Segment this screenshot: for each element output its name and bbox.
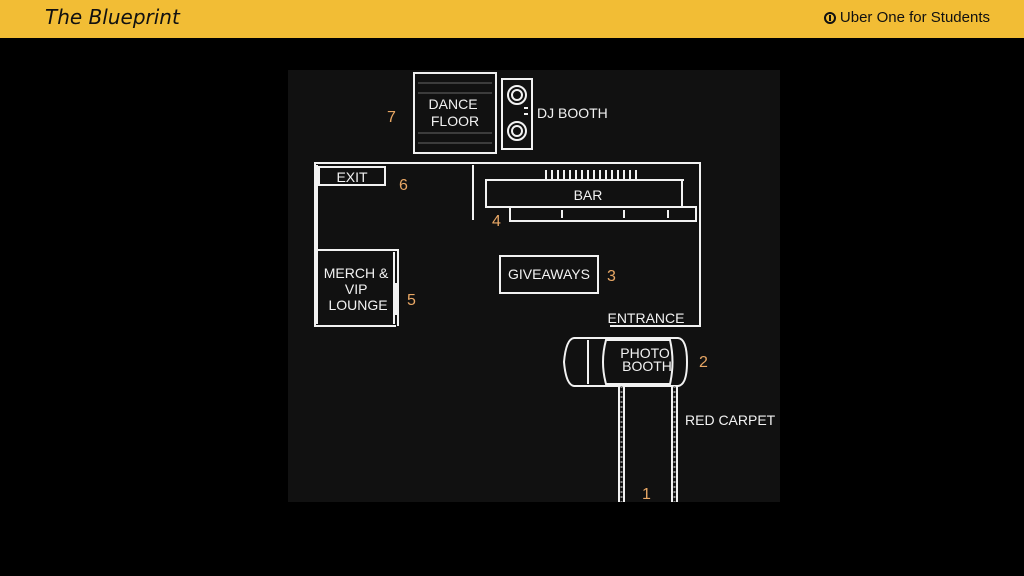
entrance-label: ENTRANCE (607, 310, 684, 326)
number-1: 1 (642, 486, 651, 502)
lounge-door (394, 283, 399, 315)
dj-booth-label: DJ BOOTH (537, 105, 608, 121)
giveaways-table (499, 255, 599, 294)
number-5: 5 (407, 292, 416, 309)
uber-one-icon (823, 11, 836, 24)
dance-floor-area (413, 72, 497, 154)
brand-logo: Uber One for Students (823, 9, 990, 26)
floor-plan: DANCE FLOOR DJ BOOTH EXIT BAR MERCH & VI… (288, 70, 780, 502)
red-carpet-path (618, 386, 678, 502)
number-3: 3 (607, 268, 616, 285)
bar-label: BAR (574, 187, 603, 203)
merch-lounge-label: MERCH & VIP LOUNGE (324, 265, 392, 313)
exit-box (318, 166, 386, 186)
dance-floor-pattern (418, 82, 492, 144)
bar-bottles (545, 170, 669, 218)
number-2: 2 (699, 354, 708, 371)
number-6: 6 (399, 177, 408, 194)
red-carpet-edges (620, 386, 676, 502)
dj-booth-equipment (501, 78, 533, 150)
number-7: 7 (387, 109, 396, 126)
number-4: 4 (492, 213, 501, 230)
dance-floor-label: DANCE FLOOR (429, 96, 482, 129)
page-title: The Blueprint (45, 5, 180, 29)
bar-counter (485, 179, 697, 222)
header-bar: The Blueprint Uber One for Students (0, 0, 1024, 38)
photo-booth-label: PHOTO BOOTH (620, 345, 673, 374)
brand-label: Uber One for Students (839, 9, 990, 26)
red-carpet-label: RED CARPET (685, 412, 776, 428)
exit-label: EXIT (336, 169, 368, 185)
giveaways-label: GIVEAWAYS (508, 266, 590, 282)
